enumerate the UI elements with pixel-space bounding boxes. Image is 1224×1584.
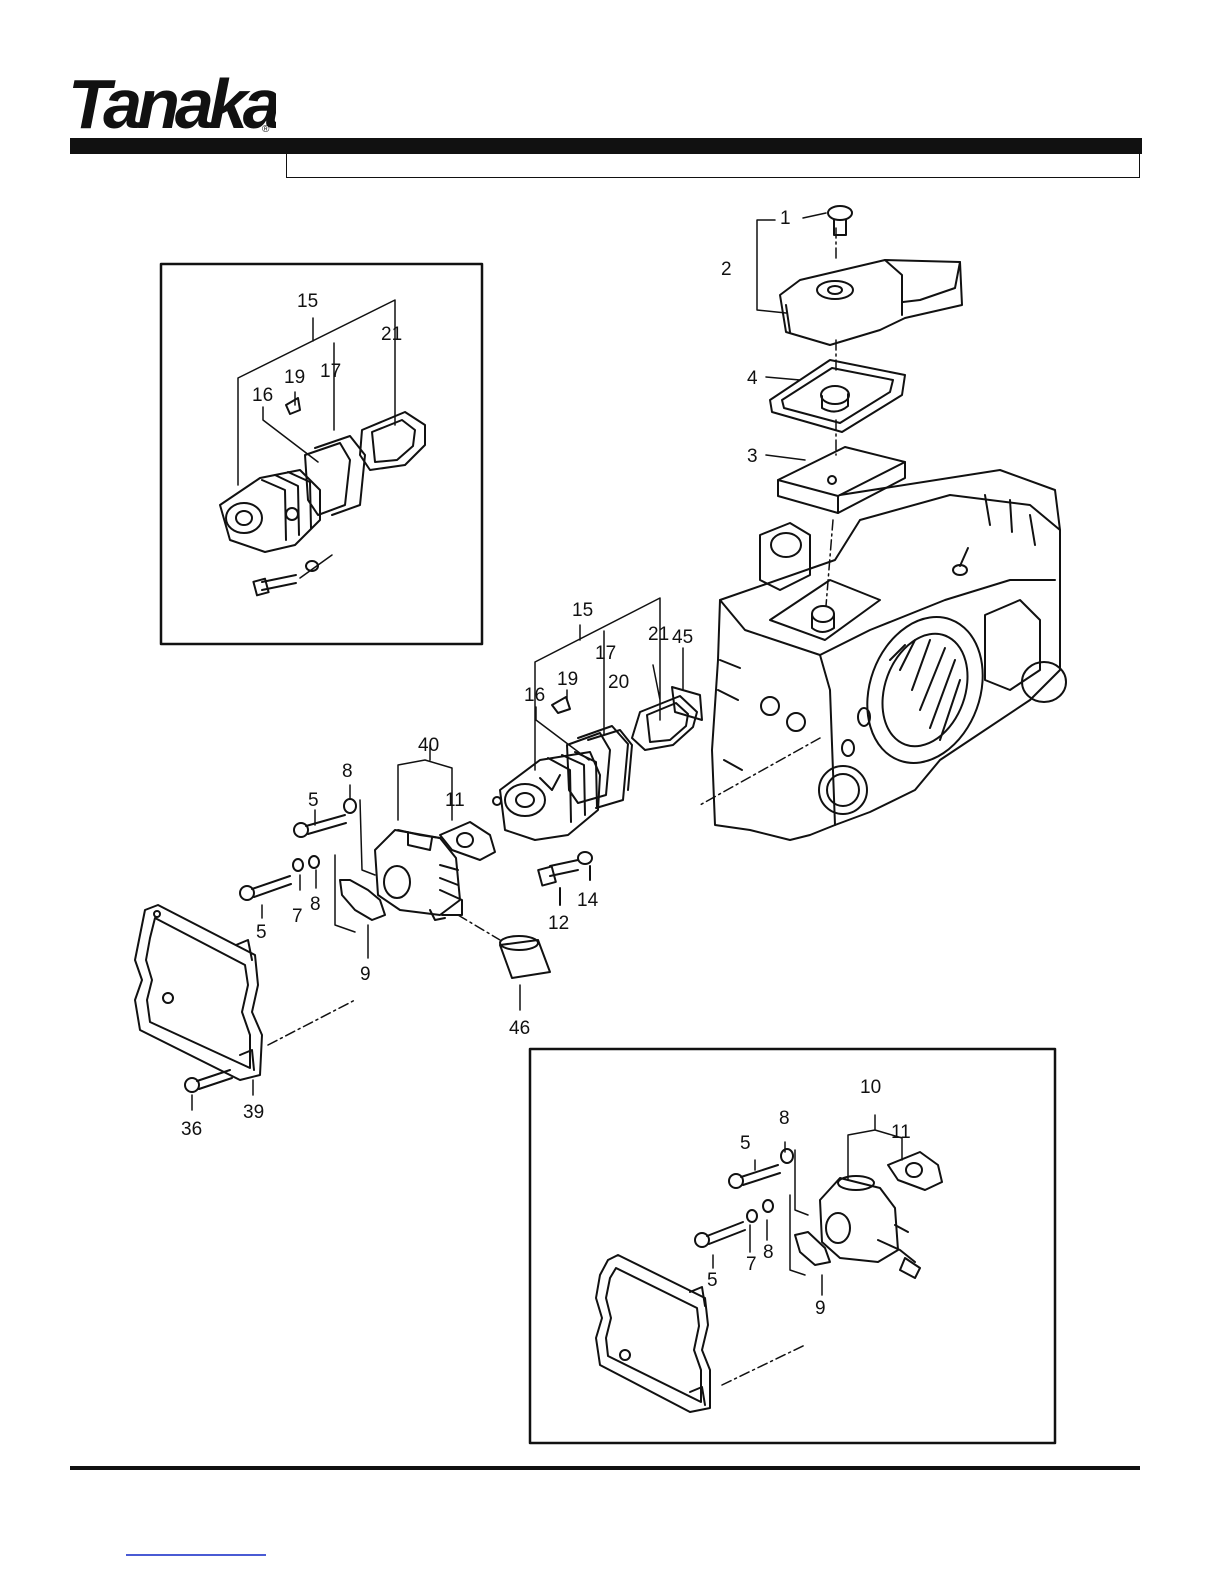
callout-4: 4 xyxy=(747,368,758,389)
callout-17: 17 xyxy=(320,361,341,382)
centerlines xyxy=(700,228,836,805)
callout-40: 40 xyxy=(418,735,439,756)
inset-side-cover xyxy=(596,1255,805,1412)
callout-16: 16 xyxy=(524,685,545,706)
callout-16: 16 xyxy=(252,385,273,406)
callout-15: 15 xyxy=(297,291,318,312)
callout-2: 2 xyxy=(721,259,732,280)
air-filter-element xyxy=(778,447,905,513)
main-callouts: 1 2 4 3 15 45 21 17 19 20 16 40 8 5 11 1… xyxy=(181,208,791,1140)
filter-base xyxy=(770,360,905,432)
muffler-main xyxy=(552,687,702,808)
footer-link-underline[interactable] xyxy=(126,1554,266,1556)
callout-5: 5 xyxy=(308,790,319,811)
inset-top-left-frame xyxy=(161,264,482,644)
callout-7: 7 xyxy=(292,906,303,927)
callout-46: 46 xyxy=(509,1018,530,1039)
inset-cylinder xyxy=(220,470,320,552)
callout-12: 12 xyxy=(548,913,569,934)
callout-21: 21 xyxy=(381,324,402,345)
callout-8: 8 xyxy=(342,761,353,782)
top-leaders xyxy=(757,213,826,460)
filter-sleeve xyxy=(458,915,550,1010)
callout-10: 10 xyxy=(860,1077,881,1098)
cylinder-main xyxy=(493,752,600,840)
callout-21: 21 xyxy=(648,624,669,645)
callout-7: 7 xyxy=(746,1254,757,1275)
carburetor-main xyxy=(375,830,462,920)
cover-screw xyxy=(828,206,852,235)
callout-5: 5 xyxy=(740,1133,751,1154)
inset-muffler xyxy=(305,412,425,515)
inset-top-left-leaders xyxy=(238,300,395,578)
carb-gasket xyxy=(440,822,495,860)
callout-8b: 8 xyxy=(310,894,321,915)
callout-39: 39 xyxy=(243,1102,264,1123)
callout-1: 1 xyxy=(780,208,791,229)
callout-8b: 8 xyxy=(763,1242,774,1263)
carb-leaders xyxy=(398,745,452,820)
callout-14: 14 xyxy=(577,890,599,911)
callout-5b: 5 xyxy=(256,922,267,943)
callout-15: 15 xyxy=(572,600,593,621)
crankcase xyxy=(712,470,1066,840)
callout-45: 45 xyxy=(672,627,693,648)
callout-5b: 5 xyxy=(707,1270,718,1291)
inset-bottom-right-frame xyxy=(530,1049,1055,1443)
callout-36: 36 xyxy=(181,1119,202,1140)
callout-17: 17 xyxy=(595,643,616,664)
callout-20: 20 xyxy=(608,672,629,693)
callout-11: 11 xyxy=(445,790,465,811)
side-cover xyxy=(135,905,355,1110)
callout-8: 8 xyxy=(779,1108,790,1129)
inset-bottom-right-callouts: 10 11 8 5 5 7 8 9 xyxy=(707,1077,911,1319)
callout-11: 11 xyxy=(891,1122,911,1143)
callout-19: 19 xyxy=(284,367,305,388)
callout-19: 19 xyxy=(557,669,578,690)
air-cleaner-cover xyxy=(780,260,962,345)
carb-bolts xyxy=(240,799,356,900)
footer-rule xyxy=(70,1466,1140,1470)
callout-3: 3 xyxy=(747,446,758,467)
callout-9: 9 xyxy=(360,964,371,985)
inset-carburetor xyxy=(820,1152,942,1278)
callout-9: 9 xyxy=(815,1298,826,1319)
